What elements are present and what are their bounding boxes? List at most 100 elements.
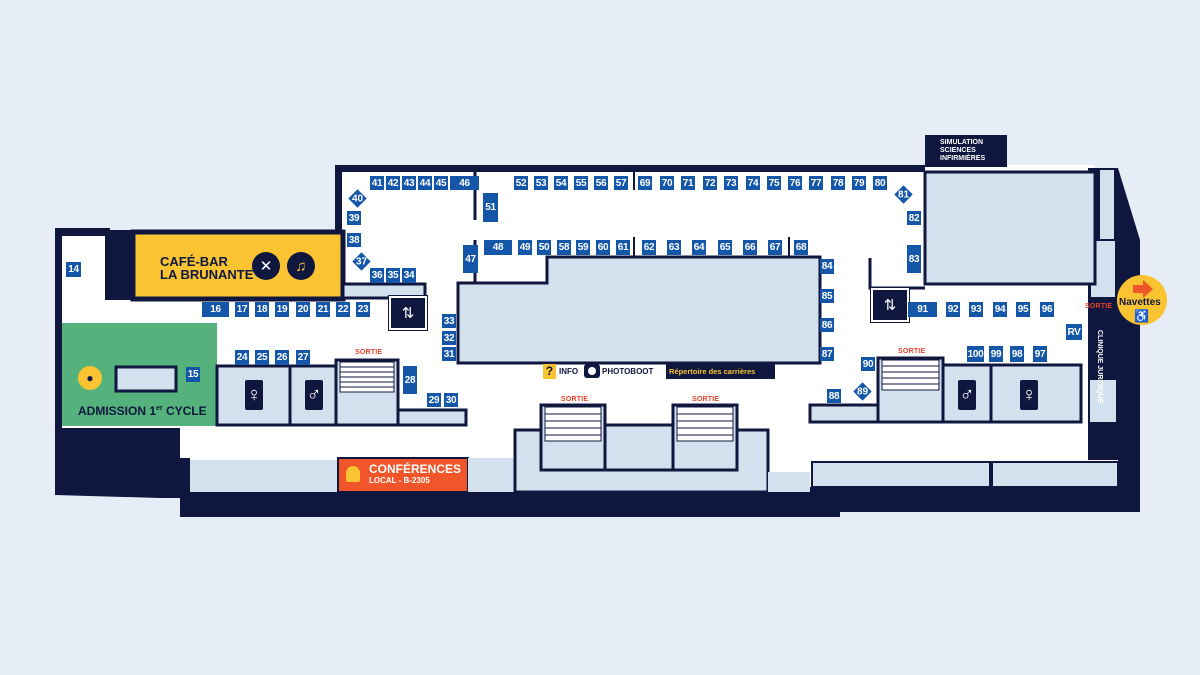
booth-80[interactable]: 80 <box>873 176 887 190</box>
booth-85[interactable]: 85 <box>820 289 834 303</box>
booth-60[interactable]: 60 <box>596 240 610 255</box>
booth-54[interactable]: 54 <box>554 176 568 190</box>
booth-96[interactable]: 96 <box>1040 302 1054 317</box>
admission-text-end: CYCLE <box>162 404 207 418</box>
elevator-icon: ⇅ <box>870 287 910 323</box>
booth-38[interactable]: 38 <box>347 233 361 247</box>
booth-22[interactable]: 22 <box>336 302 350 317</box>
booth-64[interactable]: 64 <box>692 240 706 255</box>
simulation-line: SCIENCES <box>940 147 976 154</box>
restroom-men <box>941 363 993 424</box>
booth-28[interactable]: 28 <box>403 366 417 394</box>
exit-label: SORTIE <box>692 396 720 403</box>
conferences-label: CONFÉRENCES LOCAL - B-2305 <box>369 463 461 487</box>
booth-90[interactable]: 90 <box>861 357 875 371</box>
booth-86[interactable]: 86 <box>820 318 834 332</box>
booth-59[interactable]: 59 <box>576 240 590 255</box>
booth-66[interactable]: 66 <box>743 240 757 255</box>
booth-88[interactable]: 88 <box>827 389 841 403</box>
booth-18[interactable]: 18 <box>255 302 269 317</box>
booth-44[interactable]: 44 <box>418 176 432 190</box>
booth-98[interactable]: 98 <box>1010 346 1024 362</box>
booth-55[interactable]: 55 <box>574 176 588 190</box>
booth-57[interactable]: 57 <box>614 176 628 190</box>
booth-100[interactable]: 100 <box>967 346 984 362</box>
booth-48[interactable]: 48 <box>484 240 512 255</box>
booth-73[interactable]: 73 <box>724 176 738 190</box>
booth-74[interactable]: 74 <box>746 176 760 190</box>
booth-65[interactable]: 65 <box>718 240 732 255</box>
booth-35[interactable]: 35 <box>386 268 400 283</box>
booth-79[interactable]: 79 <box>852 176 866 190</box>
booth-39[interactable]: 39 <box>347 211 361 225</box>
booth-68[interactable]: 68 <box>794 240 808 255</box>
booth-51[interactable]: 51 <box>483 193 498 222</box>
booth-42[interactable]: 42 <box>386 176 400 190</box>
booth-36[interactable]: 36 <box>370 268 384 283</box>
booth-29[interactable]: 29 <box>427 393 441 407</box>
booth-19[interactable]: 19 <box>275 302 289 317</box>
booth-17[interactable]: 17 <box>235 302 249 317</box>
booth-20[interactable]: 20 <box>296 302 310 317</box>
booth-47[interactable]: 47 <box>463 245 478 273</box>
booth-26[interactable]: 26 <box>275 350 289 365</box>
booth-45[interactable]: 45 <box>434 176 448 190</box>
booth-50[interactable]: 50 <box>537 240 551 255</box>
booth-61[interactable]: 61 <box>616 240 630 255</box>
fork-knife-icon: ✕ <box>252 252 280 280</box>
room <box>808 403 880 424</box>
booth-46[interactable]: 46 <box>450 176 479 190</box>
photobooth-label[interactable]: PHOTOBOOT <box>602 367 654 376</box>
booth-41[interactable]: 41 <box>370 176 384 190</box>
booth-25[interactable]: 25 <box>255 350 269 365</box>
booth-62[interactable]: 62 <box>642 240 656 255</box>
room <box>811 461 991 488</box>
booth-15[interactable]: 15 <box>186 367 200 382</box>
booth-32[interactable]: 32 <box>442 331 456 345</box>
booth-72[interactable]: 72 <box>703 176 717 190</box>
booth-67[interactable]: 67 <box>768 240 782 255</box>
room <box>1100 170 1114 240</box>
shuttle-badge[interactable] <box>1117 275 1167 325</box>
booth-16[interactable]: 16 <box>202 302 229 317</box>
booth-33[interactable]: 33 <box>442 314 456 328</box>
booth-93[interactable]: 93 <box>969 302 983 317</box>
booth-91[interactable]: 91 <box>908 302 937 317</box>
booth-97[interactable]: 97 <box>1033 346 1047 362</box>
booth-82[interactable]: 82 <box>907 211 921 225</box>
booth-24[interactable]: 24 <box>235 350 249 365</box>
booth-99[interactable]: 99 <box>989 346 1003 362</box>
booth-83[interactable]: 83 <box>907 245 921 273</box>
booth-RV[interactable]: RV <box>1066 324 1082 340</box>
booth-14[interactable]: 14 <box>66 262 81 277</box>
booth-92[interactable]: 92 <box>946 302 960 317</box>
shuttle-label[interactable]: Navettes <box>1119 297 1161 308</box>
booth-84[interactable]: 84 <box>820 259 834 274</box>
booth-76[interactable]: 76 <box>788 176 802 190</box>
booth-77[interactable]: 77 <box>809 176 823 190</box>
booth-70[interactable]: 70 <box>660 176 674 190</box>
booth-75[interactable]: 75 <box>767 176 781 190</box>
booth-56[interactable]: 56 <box>594 176 608 190</box>
booth-78[interactable]: 78 <box>831 176 845 190</box>
booth-21[interactable]: 21 <box>316 302 330 317</box>
booth-87[interactable]: 87 <box>820 347 834 361</box>
booth-94[interactable]: 94 <box>993 302 1007 317</box>
info-label[interactable]: INFO <box>559 367 579 376</box>
booth-69[interactable]: 69 <box>638 176 652 190</box>
booth-58[interactable]: 58 <box>557 240 571 255</box>
booth-30[interactable]: 30 <box>444 393 458 407</box>
booth-27[interactable]: 27 <box>296 350 310 365</box>
booth-23[interactable]: 23 <box>356 302 370 317</box>
booth-31[interactable]: 31 <box>442 347 456 361</box>
booth-number: 37 <box>355 256 368 267</box>
careers-directory-label[interactable]: Répertoire des carrières <box>666 364 775 379</box>
booth-71[interactable]: 71 <box>681 176 695 190</box>
booth-49[interactable]: 49 <box>518 240 532 255</box>
booth-43[interactable]: 43 <box>402 176 416 190</box>
booth-63[interactable]: 63 <box>667 240 681 255</box>
booth-52[interactable]: 52 <box>514 176 528 190</box>
booth-34[interactable]: 34 <box>402 268 416 283</box>
booth-95[interactable]: 95 <box>1016 302 1030 317</box>
booth-53[interactable]: 53 <box>534 176 548 190</box>
